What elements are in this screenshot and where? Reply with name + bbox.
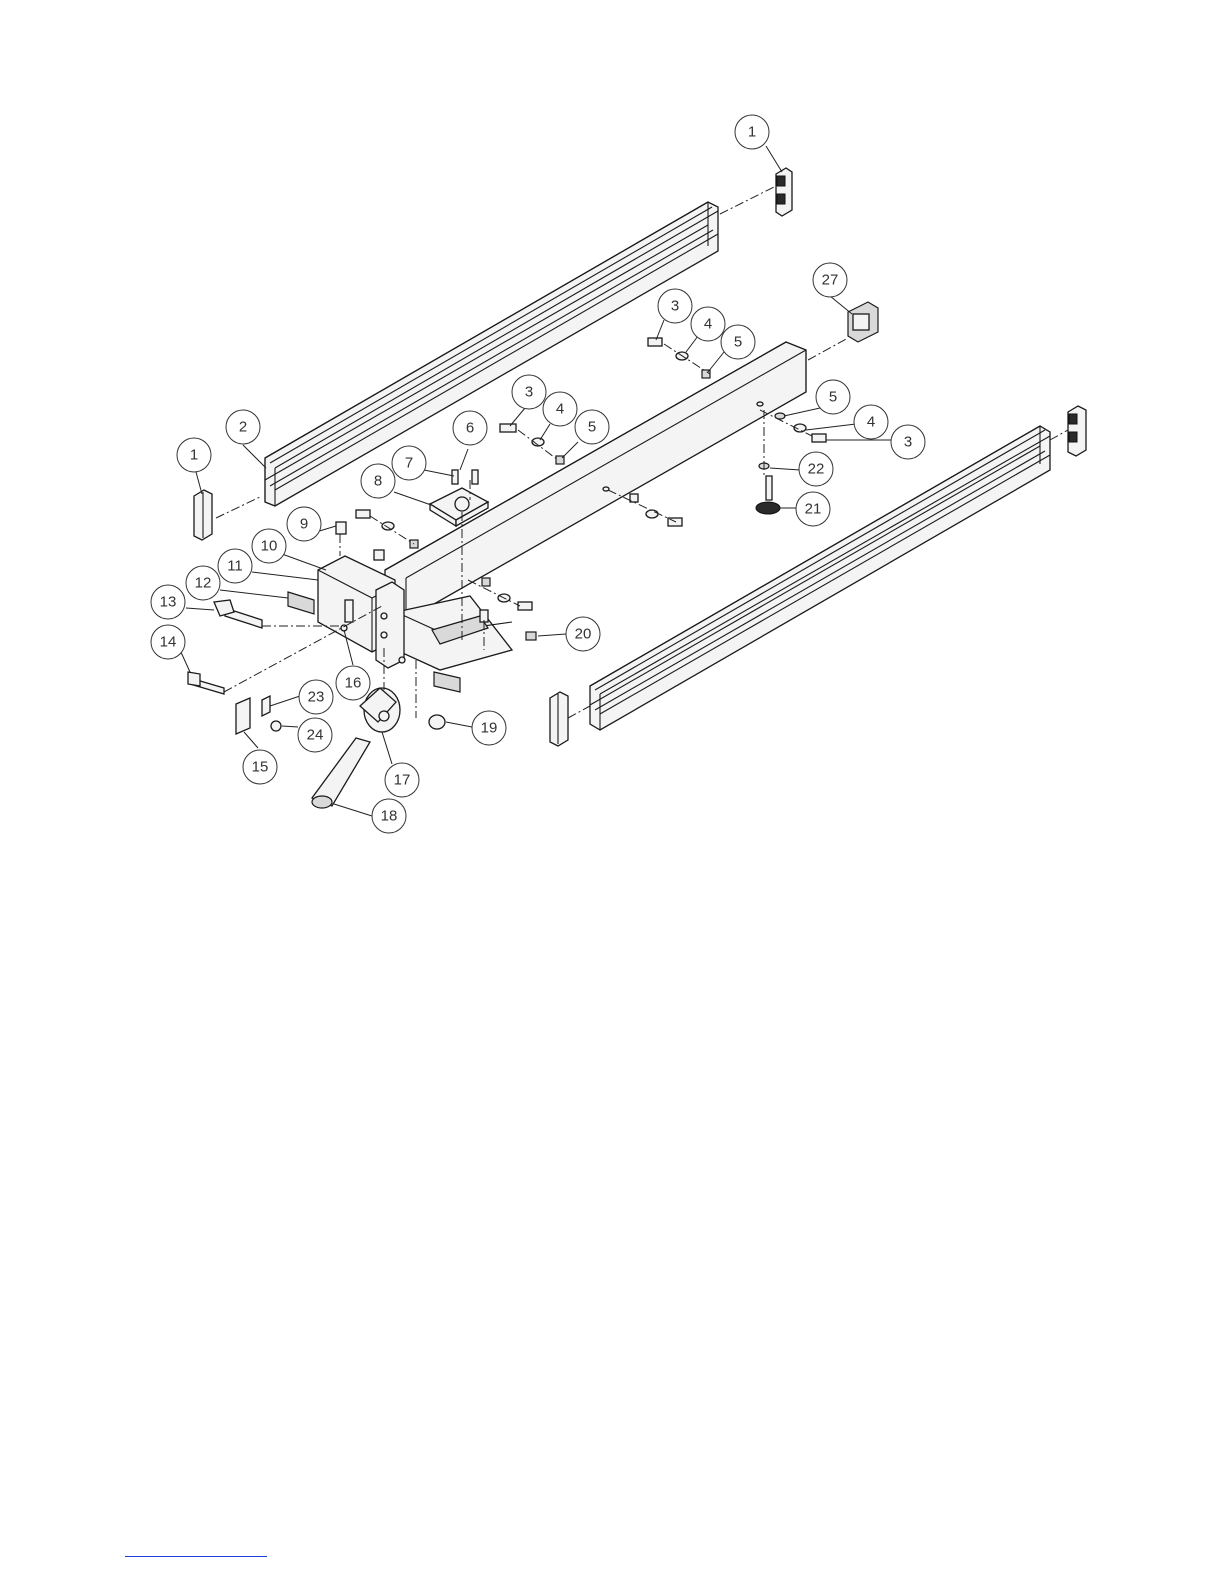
callout-label: 14	[160, 634, 177, 651]
callout-17: 17	[385, 763, 419, 797]
callout-14: 14	[151, 625, 185, 659]
callout-11: 11	[218, 549, 252, 583]
end-cap-front-right	[1068, 406, 1086, 456]
callout-label: 10	[261, 538, 278, 555]
callout-4c: 4	[854, 405, 888, 439]
callout-label: 13	[160, 594, 177, 611]
callout-27: 27	[813, 263, 847, 297]
callout-12: 12	[186, 566, 220, 600]
callout-label: 12	[195, 575, 212, 592]
callout-9: 9	[287, 507, 321, 541]
callout-1b: 1	[177, 438, 211, 472]
callout-label: 11	[227, 558, 243, 575]
callout-label: 1	[190, 447, 198, 464]
callout-8: 8	[361, 464, 395, 498]
callout-3b: 3	[512, 375, 546, 409]
callout-label: 6	[466, 420, 474, 437]
callout-label: 3	[904, 434, 912, 451]
callout-1a: 1	[735, 115, 769, 149]
callout-7: 7	[392, 446, 426, 480]
callout-22: 22	[799, 452, 833, 486]
callout-label: 7	[405, 455, 413, 472]
callout-20: 20	[566, 617, 600, 651]
callout-23: 23	[299, 680, 333, 714]
end-cap-rear-right	[776, 168, 792, 216]
callout-label: 1	[748, 124, 756, 141]
callout-label: 4	[867, 414, 875, 431]
callout-label: 5	[829, 389, 837, 406]
callout-5c: 5	[816, 380, 850, 414]
callout-label: 24	[307, 727, 324, 744]
callout-label: 4	[556, 401, 564, 418]
callout-5b: 5	[575, 410, 609, 444]
callout-2: 2	[226, 410, 260, 444]
callout-label: 16	[345, 675, 362, 692]
callout-4a: 4	[691, 307, 725, 341]
end-cap-front-left	[550, 692, 568, 746]
callout-10: 10	[252, 529, 286, 563]
callout-label: 3	[671, 298, 679, 315]
callout-6: 6	[453, 411, 487, 445]
callout-15: 15	[243, 750, 277, 784]
callout-label: 27	[822, 272, 839, 289]
footer-link-underline[interactable]	[125, 1556, 267, 1557]
callout-label: 5	[734, 334, 742, 351]
end-plug	[848, 302, 878, 342]
callout-label: 21	[805, 501, 822, 518]
callout-24: 24	[298, 718, 332, 752]
callout-19: 19	[472, 711, 506, 745]
callout-3a: 3	[658, 289, 692, 323]
callout-label: 17	[394, 772, 411, 789]
callout-label: 15	[252, 759, 269, 776]
callout-label: 4	[704, 316, 712, 333]
callout-label: 2	[239, 419, 247, 436]
callout-label: 9	[300, 516, 308, 533]
callout-label: 22	[808, 461, 825, 478]
callout-5a: 5	[721, 325, 755, 359]
end-cap-rear-left	[194, 490, 212, 540]
callout-label: 8	[374, 473, 382, 490]
callout-label: 20	[575, 626, 592, 643]
callout-21: 21	[796, 492, 830, 526]
callout-4b: 4	[543, 392, 577, 426]
callout-label: 3	[525, 384, 533, 401]
callout-label: 5	[588, 419, 596, 436]
callout-18: 18	[372, 799, 406, 833]
callout-13: 13	[151, 585, 185, 619]
callout-label: 18	[381, 808, 398, 825]
callout-3c: 3	[891, 425, 925, 459]
callout-label: 23	[308, 689, 325, 706]
callout-label: 19	[481, 720, 498, 737]
callout-16: 16	[336, 666, 370, 700]
